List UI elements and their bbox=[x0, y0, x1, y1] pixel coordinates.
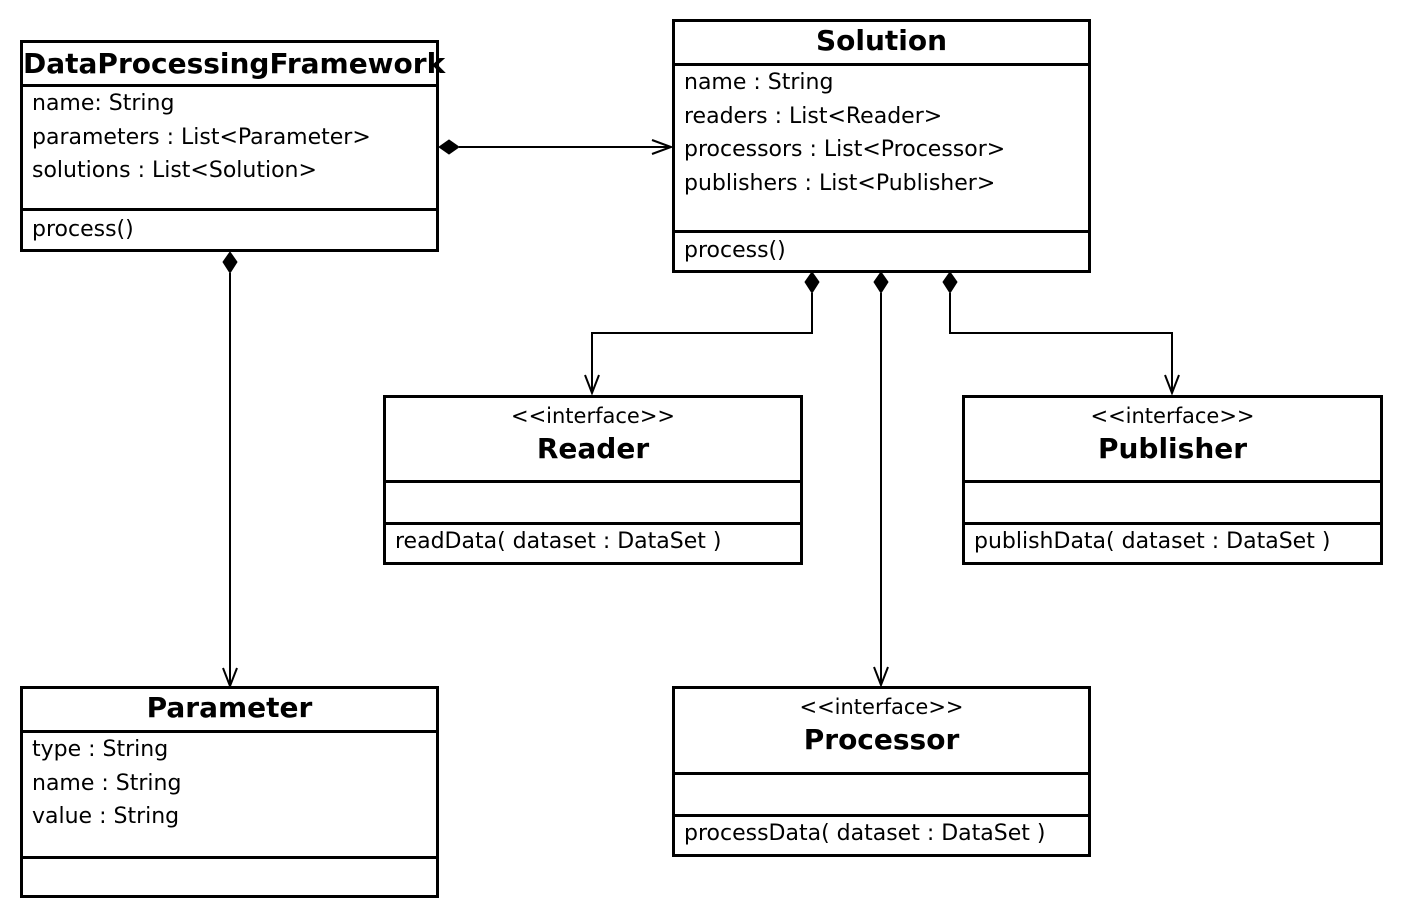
class-name: Processor bbox=[803, 723, 960, 756]
composition-solution-publisher bbox=[949, 293, 1173, 393]
interface-processor[interactable]: <<interface>> Processor processData( dat… bbox=[672, 686, 1091, 857]
operation: processData( dataset : DataSet ) bbox=[684, 821, 1046, 846]
class-name-section: <<interface>> Processor bbox=[675, 689, 1088, 775]
class-name-section: <<interface>> Publisher bbox=[965, 398, 1380, 483]
stereotype-label: <<interface>> bbox=[510, 404, 676, 428]
operation: readData( dataset : DataSet ) bbox=[395, 529, 722, 554]
interface-reader[interactable]: <<interface>> Reader readData( dataset :… bbox=[383, 395, 803, 565]
attributes-section bbox=[675, 775, 1088, 817]
attribute: parameters : List<Parameter> bbox=[32, 124, 371, 150]
attribute: solutions : List<Solution> bbox=[32, 158, 317, 183]
operation: publishData( dataset : DataSet ) bbox=[974, 529, 1331, 554]
operation: process() bbox=[32, 217, 134, 242]
composition-solution-reader bbox=[591, 293, 813, 393]
attributes-section: type : String name : String value : Stri… bbox=[23, 733, 436, 859]
composition-diamond-framework-solution bbox=[438, 139, 460, 155]
composition-diamond-solution-publisher bbox=[942, 271, 958, 294]
arrowhead-reader bbox=[584, 374, 600, 396]
class-solution[interactable]: Solution name : String readers : List<Re… bbox=[672, 19, 1091, 273]
composition-diamond-solution-reader bbox=[804, 271, 820, 294]
attributes-section: name : String readers : List<Reader> pro… bbox=[675, 66, 1088, 233]
operations-section: publishData( dataset : DataSet ) bbox=[965, 525, 1380, 559]
arrowhead-publisher bbox=[1164, 374, 1180, 396]
class-name-section: DataProcessingFramework bbox=[23, 43, 446, 87]
class-name-section: Solution bbox=[675, 22, 1088, 66]
operations-section: processData( dataset : DataSet ) bbox=[675, 817, 1088, 851]
attribute: publishers : List<Publisher> bbox=[684, 170, 996, 196]
operations-section: readData( dataset : DataSet ) bbox=[386, 525, 800, 559]
composition-diamond-solution-processor bbox=[873, 271, 889, 294]
arrowhead-solution bbox=[651, 139, 674, 155]
class-name: Reader bbox=[536, 432, 650, 465]
class-dataprocessingframework[interactable]: DataProcessingFramework name: String par… bbox=[20, 40, 446, 252]
attribute: name : String bbox=[32, 770, 182, 796]
attributes-section: name: String parameters : List<Parameter… bbox=[23, 87, 436, 211]
class-name: Publisher bbox=[1097, 432, 1248, 465]
class-name-section: Parameter bbox=[23, 689, 436, 733]
arrowhead-processor bbox=[873, 666, 889, 688]
operations-section: process() bbox=[675, 233, 1088, 268]
stereotype-label: <<interface>> bbox=[799, 695, 964, 719]
operation: process() bbox=[684, 238, 786, 263]
interface-publisher[interactable]: <<interface>> Publisher publishData( dat… bbox=[962, 395, 1383, 565]
operations-section: process() bbox=[23, 211, 436, 247]
attribute: processors : List<Processor> bbox=[684, 137, 1006, 162]
class-name-section: <<interface>> Reader bbox=[386, 398, 800, 483]
attribute: type : String bbox=[32, 737, 169, 762]
class-name: Parameter bbox=[146, 691, 313, 724]
stereotype-label: <<interface>> bbox=[1090, 404, 1255, 428]
attributes-section bbox=[386, 483, 800, 525]
class-parameter[interactable]: Parameter type : String name : String va… bbox=[20, 686, 439, 898]
attribute: value : String bbox=[32, 804, 180, 829]
attributes-section bbox=[965, 483, 1380, 525]
composition-diamond-framework-parameter bbox=[222, 251, 238, 274]
class-name: DataProcessingFramework bbox=[23, 47, 446, 80]
attribute: name : String bbox=[684, 70, 834, 95]
attribute: readers : List<Reader> bbox=[684, 103, 943, 129]
class-name: Solution bbox=[815, 24, 948, 57]
attribute: name: String bbox=[32, 91, 175, 116]
